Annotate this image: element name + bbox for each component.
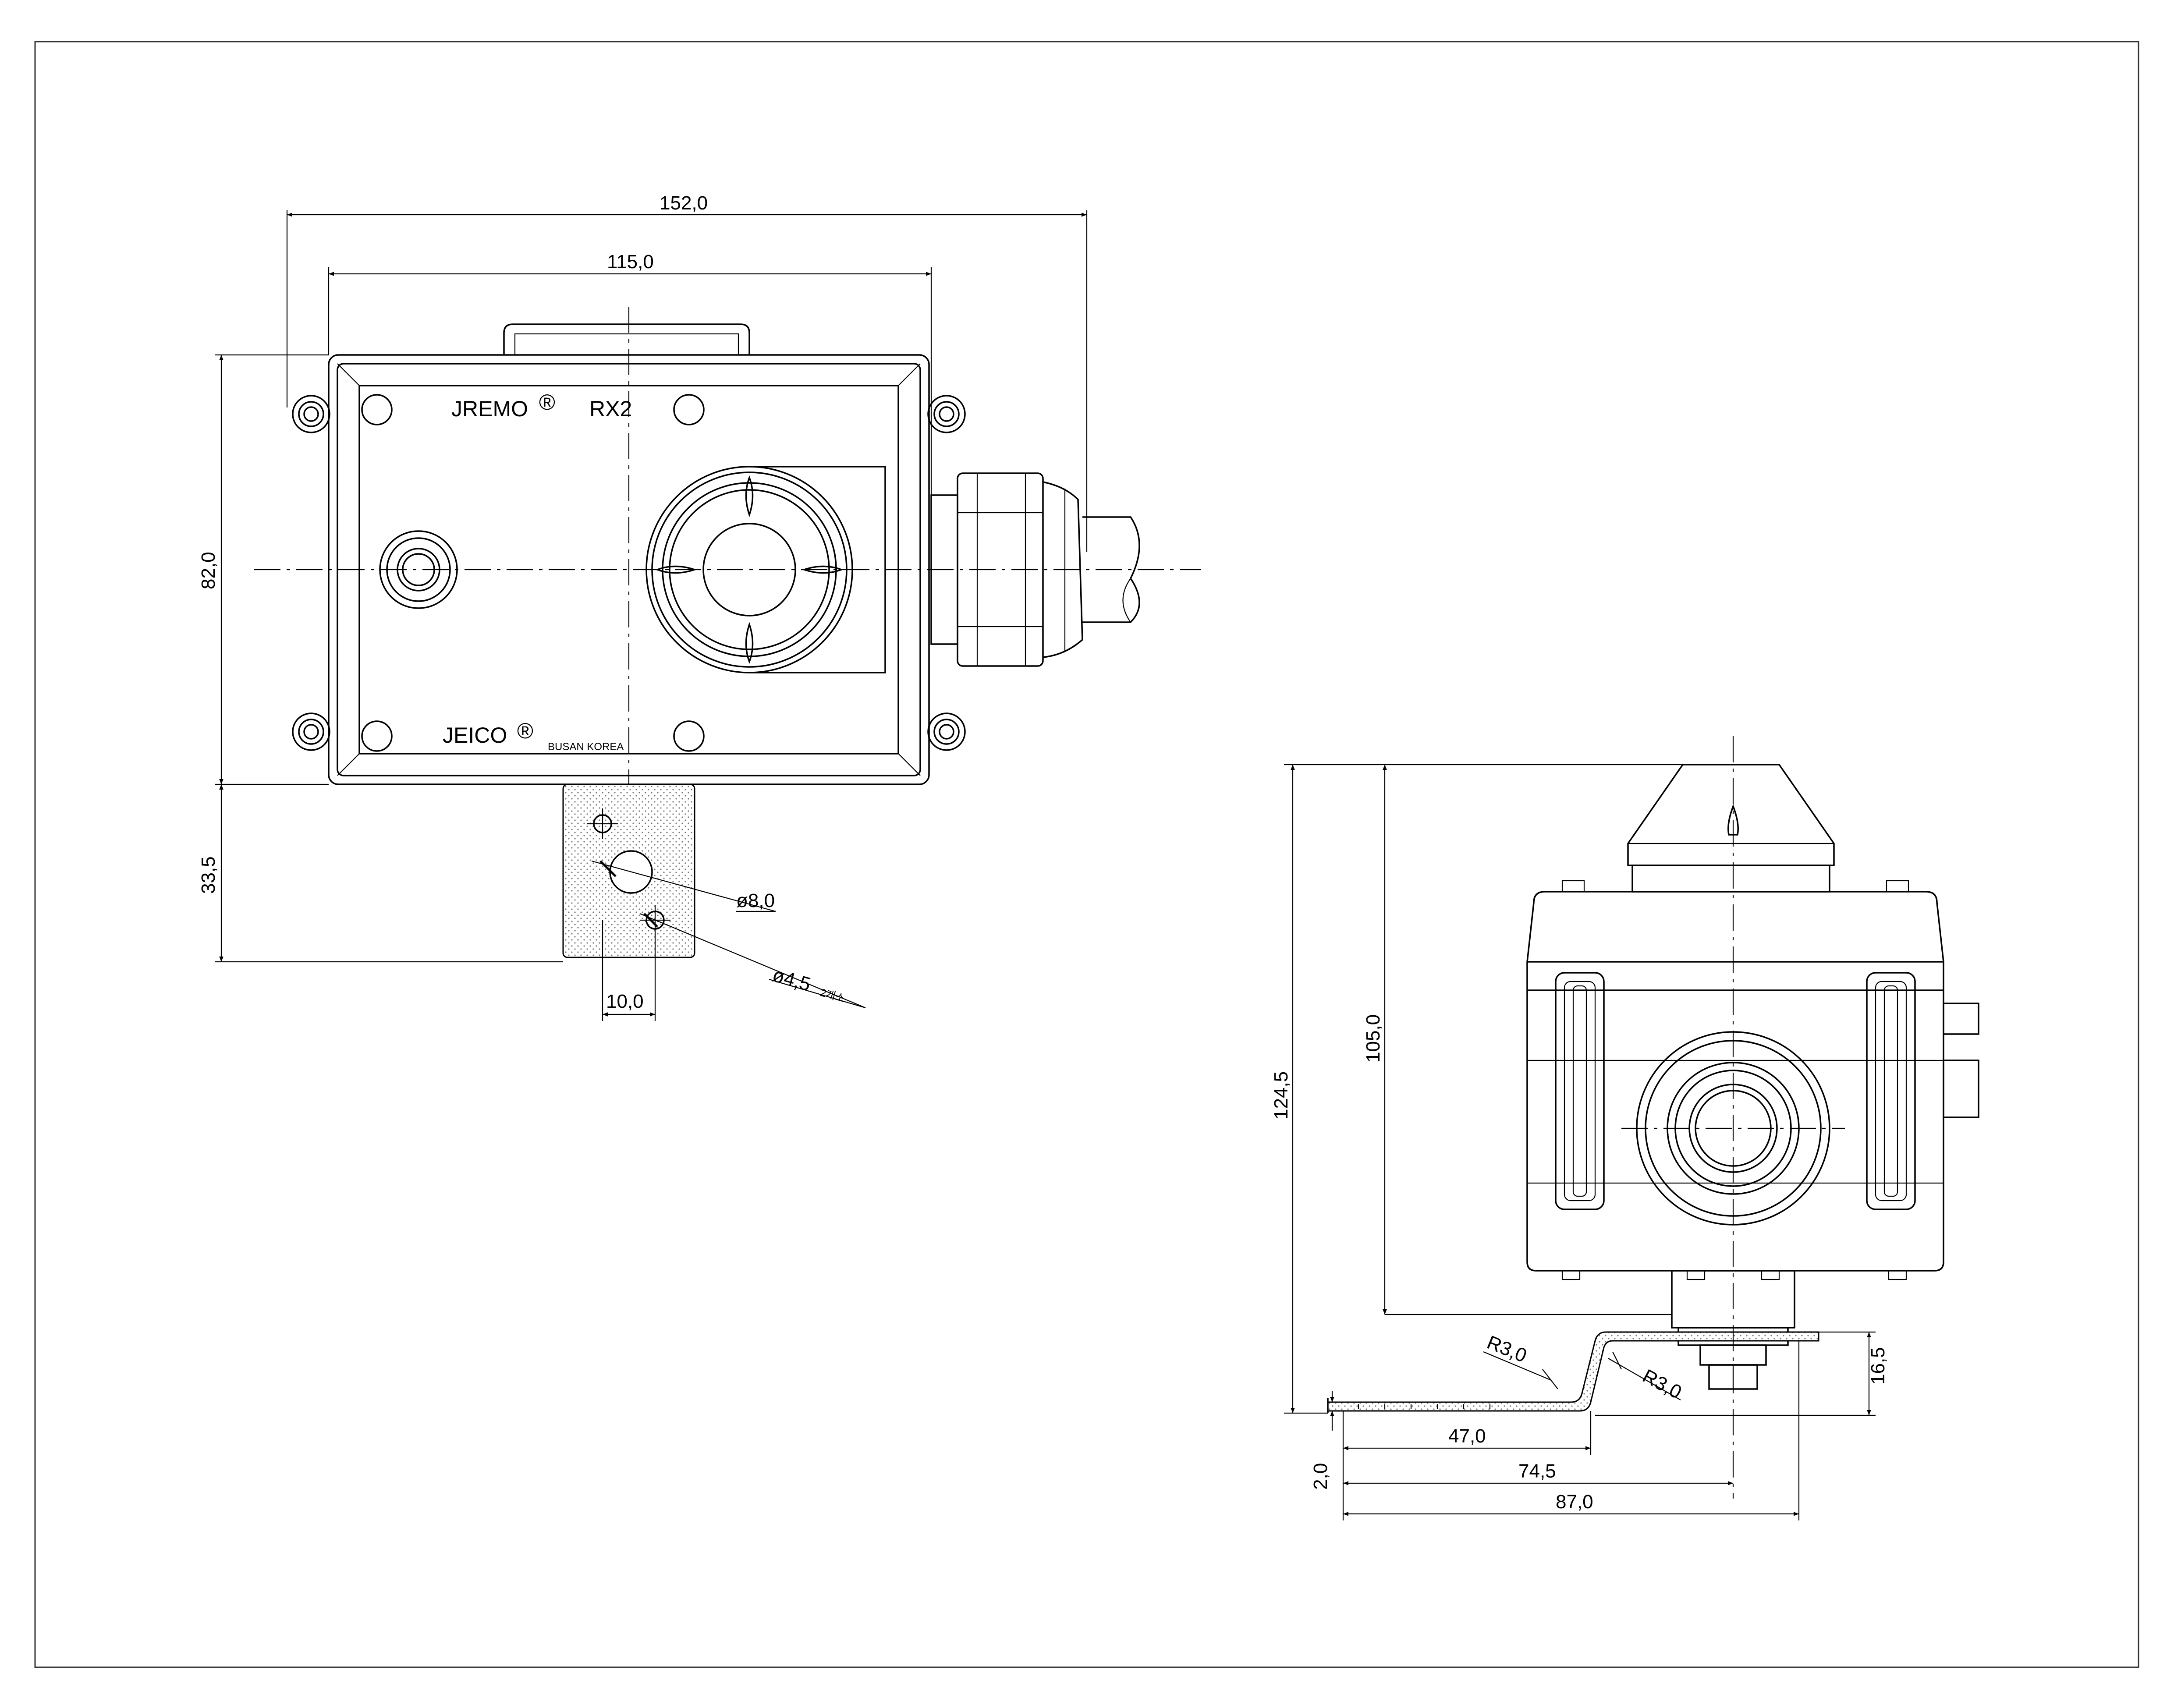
model-label: JREMO [451, 397, 528, 421]
hole-pitch-dim: 10,0 [606, 991, 644, 1012]
bend-radius-2-dim: R3,0 [1639, 1365, 1685, 1403]
hole-small-dim: ø4,5 [770, 964, 813, 996]
body-width-dim: 115,0 [607, 251, 654, 273]
front-view: JREMO ® RX2 JEICO ® BUSAN KOREA [198, 192, 1201, 1021]
origin-label: BUSAN KOREA [548, 741, 624, 753]
hole-large-dim: ø8,0 [736, 890, 775, 911]
registered-mark-icon: ® [517, 719, 533, 743]
mounting-ear [292, 395, 966, 751]
hole-small-qty: 2개소 [819, 987, 846, 1005]
registered-mark-icon: ® [539, 390, 555, 415]
side-grip [1555, 972, 1605, 1210]
length-1-dim: 47,0 [1448, 1425, 1486, 1447]
height-dim: 82,0 [198, 552, 219, 589]
total-height-dim: 124,5 [1270, 1071, 1292, 1120]
z-bracket [1327, 1331, 1819, 1412]
bracket-offset-dim: 16,5 [1867, 1347, 1889, 1385]
brand-label: JEICO [443, 723, 507, 748]
overall-width-dim: 152,0 [660, 192, 708, 214]
side-view: R3,0 R3,0 124,5 105,0 16,5 2,0 47,0 74,5… [1270, 736, 1979, 1520]
length-2-dim: 74,5 [1518, 1460, 1556, 1482]
bracket-length-dim: 33,5 [198, 856, 219, 894]
length-3-dim: 87,0 [1556, 1491, 1593, 1513]
arrowhead-icon [745, 475, 754, 517]
side-housing [1526, 891, 1944, 1272]
top-handle [503, 323, 750, 355]
cable-gland [930, 472, 1140, 667]
sheet-border [34, 41, 2139, 1668]
screw-hole [361, 394, 393, 425]
model-suffix-label: RX2 [589, 397, 632, 421]
body-height-dim: 105,0 [1362, 1014, 1384, 1063]
arrowhead-icon [745, 622, 754, 664]
thickness-dim: 2,0 [1310, 1463, 1331, 1490]
